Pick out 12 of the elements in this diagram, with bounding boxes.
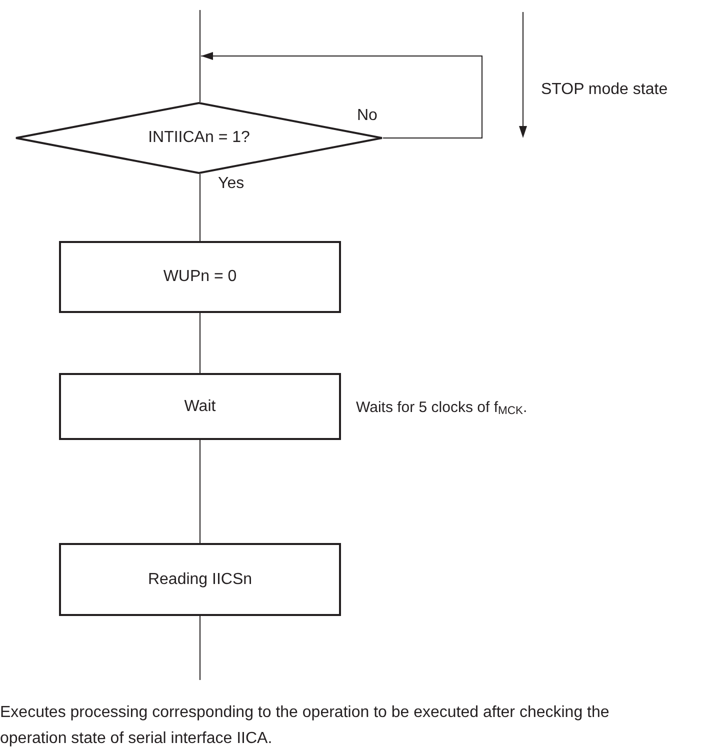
process-box: [59, 543, 341, 616]
node-text: WUPn = 0: [163, 267, 237, 287]
node-text: Reading IICSn: [148, 570, 252, 590]
note-text: Waits for 5 clocks of f$_{MCK}$.: [356, 398, 528, 419]
process-box: [59, 241, 341, 313]
connector-line: [200, 52, 482, 138]
state-label: STOP mode state: [541, 80, 668, 100]
node-text: INTIICAn = 1?: [148, 128, 250, 148]
footnote-text: Executes processing corresponding to the operation to be executed after checking the operation state of serial interface IICA.: [0, 703, 610, 749]
decision-diamond: [15, 102, 383, 174]
node-text: Wait: [184, 396, 216, 416]
process-box: [59, 373, 341, 440]
